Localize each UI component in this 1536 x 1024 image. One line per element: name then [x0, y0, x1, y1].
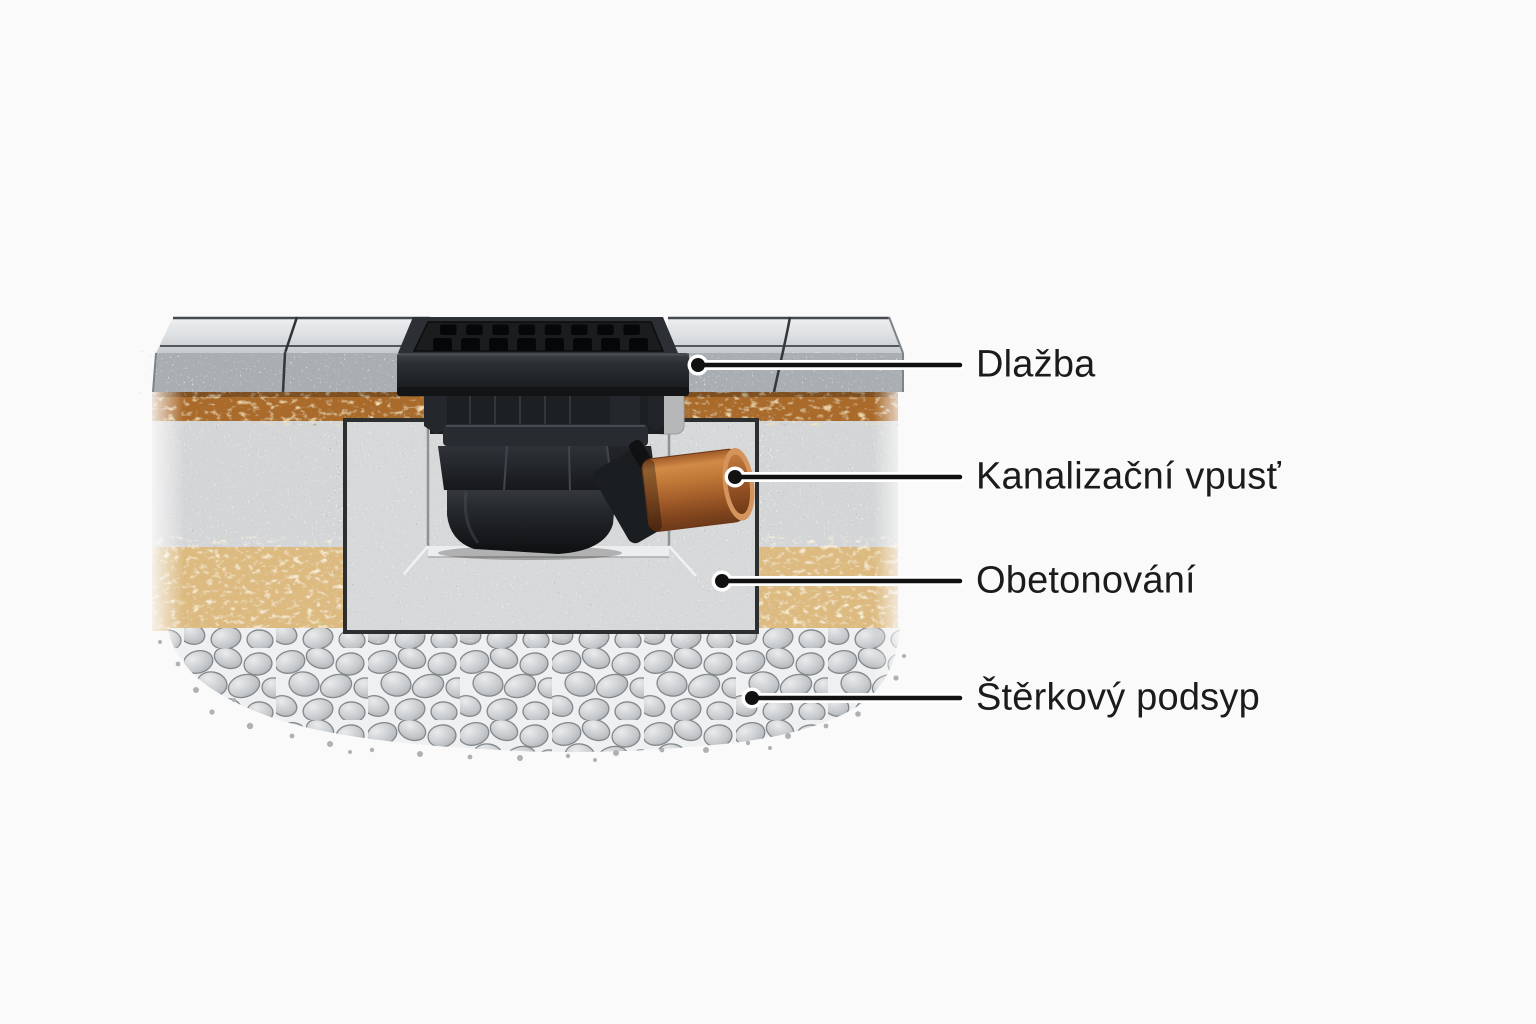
gravel-layer [168, 628, 900, 753]
base-layer-left [152, 421, 345, 547]
sand-layer-right [757, 547, 898, 631]
bedding-layer-left [152, 392, 438, 421]
riser-fin-right2 [648, 394, 664, 431]
leader-line-dlazba [687, 354, 965, 376]
label-sterkovy-podsyp: Štěrkový podsyp [976, 676, 1260, 719]
paver-top-face [156, 317, 430, 353]
label-dlazba: Dlažba [976, 343, 1096, 386]
leader-line-obetonovani [711, 570, 965, 592]
concrete-seam-left [403, 545, 429, 575]
grate-slots [433, 324, 648, 351]
paver-shadow-right [684, 392, 898, 397]
riser-fin-left [424, 394, 447, 434]
paving-blocks-right [668, 316, 904, 393]
label-obetonovani: Obetonování [976, 559, 1196, 602]
grate-frame [397, 353, 689, 396]
ground-layers [152, 392, 900, 753]
concrete-seam-right [668, 545, 697, 577]
drain-sump [447, 490, 616, 554]
base-layer-right [757, 421, 898, 547]
label-kanalizacni-vpust: Kanalizační vpusť [976, 455, 1281, 498]
leader-dot [745, 691, 759, 705]
leader-lines [687, 354, 965, 709]
paver-joint [283, 316, 299, 354]
leader-dot [728, 470, 742, 484]
leader-line-kanalizacni-vpust [724, 466, 965, 488]
sand-layer-left [152, 547, 345, 631]
paving-blocks-left [152, 316, 430, 393]
leader-dot [691, 358, 705, 372]
paver-joint [772, 316, 792, 393]
bedding-layer-right [684, 392, 898, 421]
outlet-pipe [641, 447, 755, 532]
drain-unit [397, 317, 755, 560]
paver-front-face [153, 353, 424, 392]
drain-neck-ring [443, 424, 648, 446]
paver-shadow-left [152, 392, 438, 397]
leader-dot [715, 574, 729, 588]
leader-line-sterkovy-podsyp [741, 687, 965, 709]
paver-joint [281, 352, 287, 393]
